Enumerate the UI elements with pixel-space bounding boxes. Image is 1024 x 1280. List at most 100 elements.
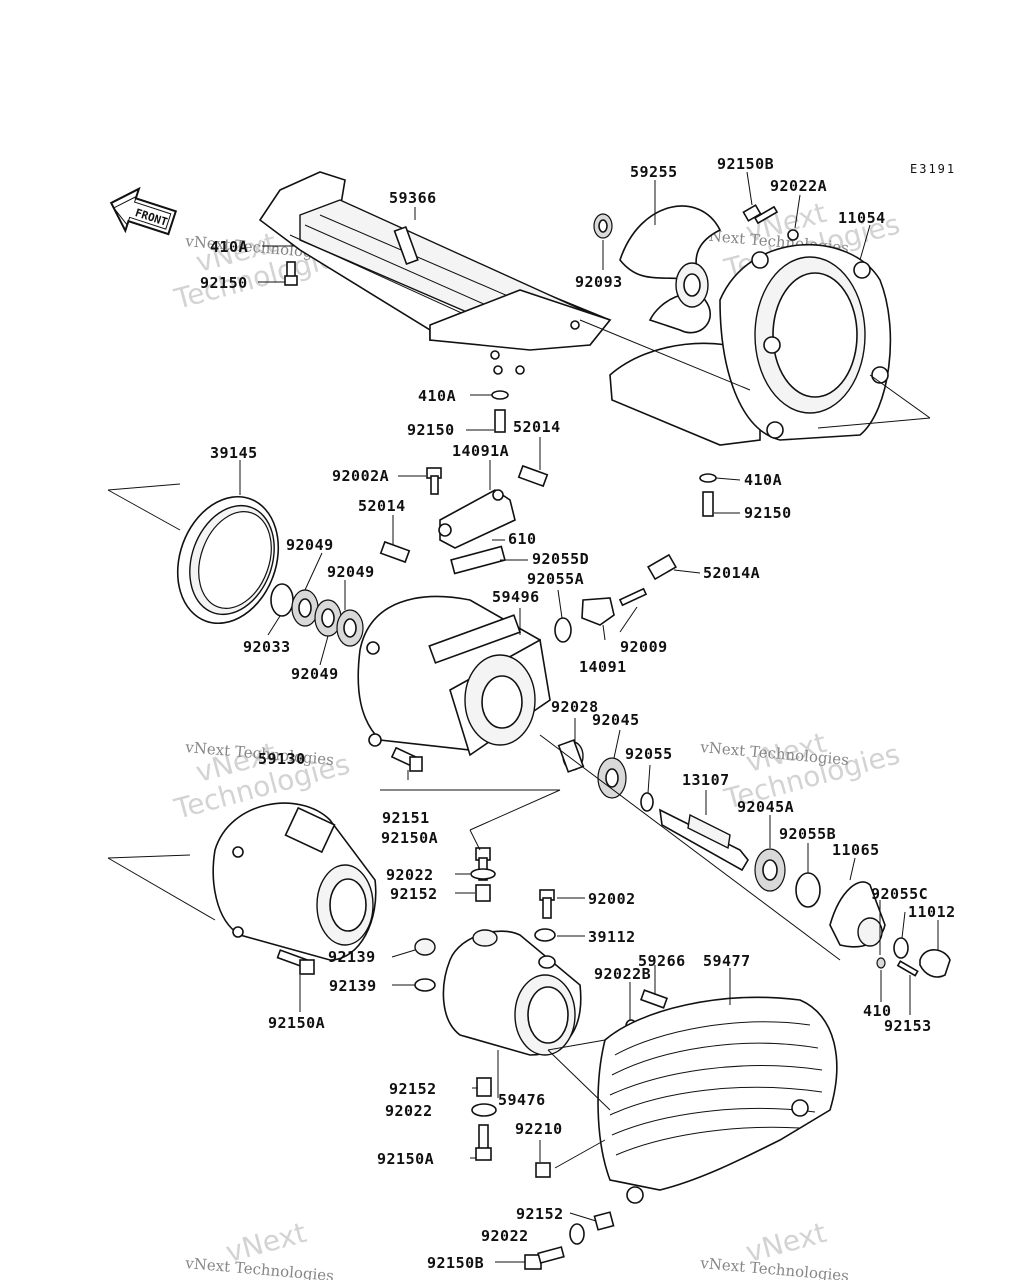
label-92055D: 92055D — [532, 550, 589, 568]
label-92045A: 92045A — [737, 798, 794, 816]
nozzle-59130 — [212, 802, 377, 961]
o-ring-92055 — [640, 792, 654, 812]
cap-11012 — [919, 949, 951, 978]
gasket-92055D — [450, 545, 506, 575]
bushing-92139-a — [414, 938, 436, 956]
bolt-92150A-c — [475, 1124, 492, 1161]
label-92150A: 92150A — [377, 1150, 434, 1168]
label-410A: 410A — [210, 238, 248, 256]
label-410A: 410A — [744, 471, 782, 489]
label-92139: 92139 — [329, 977, 377, 995]
label-92150B: 92150B — [427, 1254, 484, 1272]
label-92033: 92033 — [243, 638, 291, 656]
bolt-92150B-b — [524, 1246, 565, 1270]
reverse-bucket-59477 — [597, 996, 838, 1204]
cap-11065 — [829, 881, 886, 948]
bolt-92150B — [742, 204, 779, 225]
washer-92022A — [787, 229, 799, 241]
label-52014: 52014 — [358, 497, 406, 515]
label-92150A: 92150A — [381, 829, 438, 847]
impeller-59255 — [619, 205, 722, 334]
label-92152: 92152 — [390, 885, 438, 903]
label-92150: 92150 — [200, 274, 248, 292]
bolt-92002 — [539, 889, 555, 919]
label-92049: 92049 — [327, 563, 375, 581]
label-59266: 59266 — [638, 952, 686, 970]
label-92093: 92093 — [575, 273, 623, 291]
fitting-52014-a — [517, 464, 549, 488]
label-92002A: 92002A — [332, 467, 389, 485]
o-ring-92055B — [795, 872, 821, 908]
bolt-92150-b — [494, 409, 506, 433]
part-labels: 59366 410A 92150 59255 92150B 92022A 110… — [200, 155, 955, 1272]
label-92002: 92002 — [588, 890, 636, 908]
label-410A: 410A — [418, 387, 456, 405]
oil-seals-92049 — [270, 583, 364, 647]
label-92150A: 92150A — [268, 1014, 325, 1032]
label-92153: 92153 — [884, 1017, 932, 1035]
seal-92093 — [593, 213, 613, 239]
label-92150B: 92150B — [717, 155, 774, 173]
washer-410A-b — [491, 390, 509, 400]
label-92152: 92152 — [516, 1205, 564, 1223]
leader-lines — [107, 171, 939, 1263]
cover-14091 — [581, 597, 615, 626]
screw-92153 — [896, 960, 919, 977]
washer-92022-b — [471, 1103, 497, 1117]
label-92022B: 92022B — [594, 965, 651, 983]
bearing-92045A — [754, 848, 786, 892]
label-92150: 92150 — [407, 421, 455, 439]
collar-92152-a — [475, 884, 491, 902]
bushing-92139-b — [414, 978, 436, 992]
bearing-92045 — [597, 757, 627, 799]
label-92055B: 92055B — [779, 825, 836, 843]
lever-39112 — [534, 928, 556, 942]
label-11065: 11065 — [832, 841, 880, 859]
label-92049: 92049 — [291, 665, 339, 683]
washer-92022-a — [470, 868, 496, 880]
label-92055C: 92055C — [871, 885, 928, 903]
bolt-92150-c — [702, 491, 714, 517]
washer-410 — [876, 957, 886, 969]
fitting-52014A — [647, 553, 677, 581]
label-92022: 92022 — [385, 1102, 433, 1120]
o-ring-92055C — [893, 937, 909, 959]
pump-case-11054 — [609, 243, 892, 446]
label-39112: 39112 — [588, 928, 636, 946]
label-92045: 92045 — [592, 711, 640, 729]
bolt-92151 — [390, 746, 423, 772]
label-39145: 39145 — [210, 444, 258, 462]
label-92028: 92028 — [551, 698, 599, 716]
ride-plate-59366 — [258, 171, 612, 375]
bolt-92002A — [426, 467, 442, 495]
label-13107: 13107 — [682, 771, 730, 789]
collar-92152-c — [593, 1211, 615, 1231]
label-92055A: 92055A — [527, 570, 584, 588]
label-59130: 59130 — [258, 750, 306, 768]
bolt-92009 — [618, 587, 648, 607]
label-92022: 92022 — [386, 866, 434, 884]
front-arrow-icon: FRONT — [109, 186, 178, 236]
label-92210: 92210 — [515, 1120, 563, 1138]
label-11054: 11054 — [838, 209, 886, 227]
o-ring-92055A — [554, 617, 572, 643]
label-92152: 92152 — [389, 1080, 437, 1098]
label-92022A: 92022A — [770, 177, 827, 195]
label-92022: 92022 — [481, 1227, 529, 1245]
washer-92022-c — [569, 1223, 585, 1245]
label-14091A: 14091A — [452, 442, 509, 460]
label-14091: 14091 — [579, 658, 627, 676]
fitting-59266 — [639, 989, 669, 1009]
label-410: 410 — [863, 1002, 892, 1020]
pump-housing-59496 — [357, 595, 551, 757]
label-59477: 59477 — [703, 952, 751, 970]
label-59366: 59366 — [389, 189, 437, 207]
label-92009: 92009 — [620, 638, 668, 656]
diagram-code: E3191 — [910, 162, 956, 176]
label-92139: 92139 — [328, 948, 376, 966]
bolt-92150A-a — [276, 949, 315, 975]
label-92055: 92055 — [625, 745, 673, 763]
fitting-52014-b — [379, 540, 411, 564]
